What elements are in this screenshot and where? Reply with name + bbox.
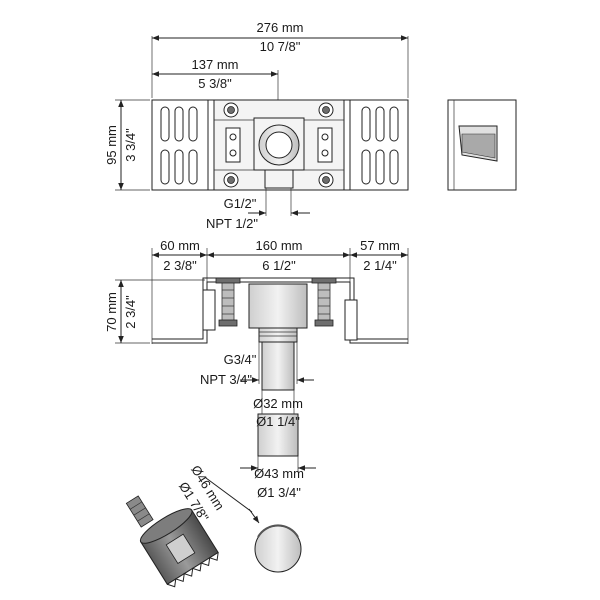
cut-edge [257, 524, 299, 538]
inlet-thread-npt-label: NPT 3/4" [200, 372, 252, 387]
right-flange-in-label: 2 1/4" [363, 258, 397, 273]
screw-icon [318, 172, 334, 188]
inlet-thread-g-label: G3/4" [224, 352, 257, 367]
slot [174, 106, 184, 142]
slot [389, 106, 399, 142]
pipe-diameter-in-label: Ø1 1/4" [256, 414, 300, 429]
depth-mm-label: 70 mm [104, 292, 119, 332]
side-plate [317, 127, 333, 163]
hole [321, 149, 329, 157]
holesaw-arrow [248, 508, 260, 524]
drill-shank-icon [125, 495, 154, 528]
left-flange-mm-label: 60 mm [160, 238, 200, 253]
slot [174, 149, 184, 185]
sleeve-diameter-in-label: Ø1 3/4" [257, 485, 301, 500]
half-width-mm-label: 137 mm [192, 57, 239, 72]
bolt-icon [314, 281, 334, 327]
depth-in-label: 2 3/4" [123, 295, 138, 329]
slot [375, 149, 385, 185]
pipe-diameter-mm-label: Ø32 mm [253, 396, 303, 411]
slot [188, 106, 198, 142]
bolt-icon [218, 281, 238, 327]
slot [361, 106, 371, 142]
handle-shadow [461, 133, 496, 159]
left-bracket-side [202, 289, 216, 331]
height-in-label: 3 3/4" [123, 128, 138, 162]
hole [229, 149, 237, 157]
outlet-neck [264, 169, 294, 189]
hole [229, 133, 237, 141]
slot [160, 106, 170, 142]
bracket-profile [152, 281, 408, 344]
bolt-head [311, 277, 337, 284]
right-flange-mm-label: 57 mm [360, 238, 400, 253]
bolt-head [215, 277, 241, 284]
bracket-profile-inner [152, 277, 408, 340]
inlet-pipe [261, 341, 295, 391]
slot [389, 149, 399, 185]
sleeve [257, 413, 299, 457]
slot [160, 149, 170, 185]
outlet-bore [265, 131, 293, 159]
slot [361, 149, 371, 185]
screw-icon [223, 172, 239, 188]
outlet-thread-g-label: G1/2" [224, 196, 257, 211]
slot [375, 106, 385, 142]
half-width-in-label: 5 3/8" [198, 76, 232, 91]
hole-saw-icon [139, 508, 219, 588]
top-view: 276 mm 10 7/8" 137 mm 5 3/8" 95 mm 3 3/4… [104, 20, 409, 231]
slot [188, 149, 198, 185]
valve-collar [258, 327, 298, 343]
side-plate [225, 127, 241, 163]
center-in-label: 6 1/2" [262, 258, 296, 273]
screw-icon [223, 102, 239, 118]
height-mm-label: 95 mm [104, 125, 119, 165]
cover-plate-view [447, 99, 517, 191]
hole [321, 133, 329, 141]
side-view: 60 mm 2 3/8" 160 mm 6 1/2" 57 mm 2 1/4" … [104, 238, 409, 500]
hole-saw-view: Ø46 mm Ø1 7/8" [125, 463, 302, 588]
valve-body [248, 283, 308, 329]
screw-icon [318, 102, 334, 118]
outlet-thread-npt-label: NPT 1/2" [206, 216, 258, 231]
overall-width-mm-label: 276 mm [257, 20, 304, 35]
overall-width-in-label: 10 7/8" [260, 39, 301, 54]
sleeve-diameter-mm-label: Ø43 mm [254, 466, 304, 481]
holesaw-leader-line [205, 477, 253, 513]
left-flange-in-label: 2 3/8" [163, 258, 197, 273]
right-bracket-side [344, 299, 358, 341]
center-mm-label: 160 mm [256, 238, 303, 253]
